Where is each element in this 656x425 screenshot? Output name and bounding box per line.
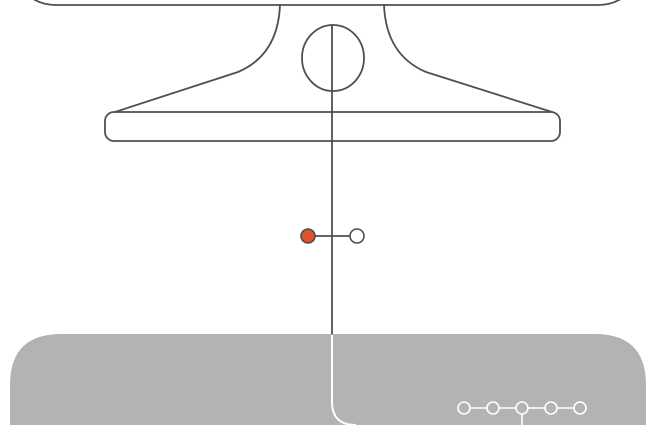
chain-node-1	[458, 402, 470, 414]
hollow-node	[350, 229, 364, 243]
chain-node-4	[545, 402, 557, 414]
chain-node-3	[516, 402, 528, 414]
screen-bottom-edge	[22, 0, 632, 5]
stand-neck-right	[384, 5, 552, 112]
monitor-stand	[22, 0, 632, 334]
chain-node-5	[574, 402, 586, 414]
accent-node	[301, 229, 315, 243]
chain-node-2	[487, 402, 499, 414]
stand-neck-left	[115, 5, 280, 112]
pivot-circle	[302, 25, 364, 91]
